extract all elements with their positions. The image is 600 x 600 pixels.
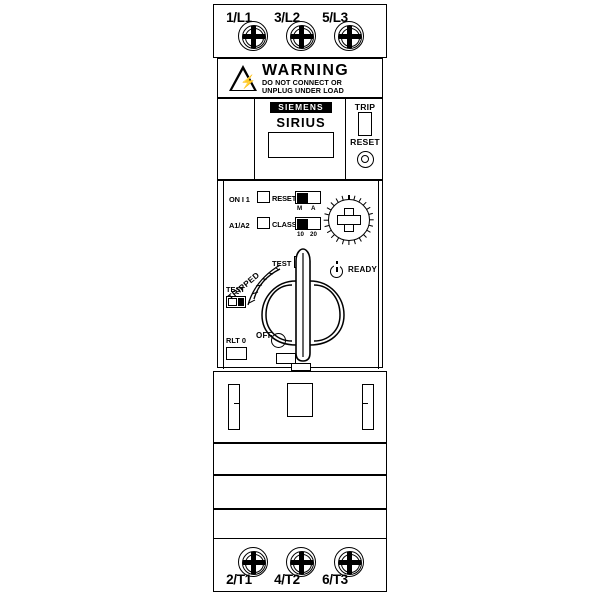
control-face-right-rail (378, 181, 379, 369)
rotary-handle-assembly[interactable] (218, 181, 384, 369)
terminal-screw-t1[interactable] (238, 547, 268, 577)
handle-position-ready-label: READY (348, 265, 378, 274)
trip-class-position-20: 20 (310, 231, 317, 238)
trip-reset-slider[interactable] (358, 112, 372, 136)
body-panel-mounting (213, 371, 387, 443)
class-label: CLASS (272, 220, 297, 229)
terminal-label-6-t3: 6/T3 (322, 572, 348, 587)
control-face: ON I 1 RESET M A A1/A2 CLASS 10 20 (217, 180, 384, 369)
warning-triangle-inner (231, 69, 254, 90)
terminal-screw-l3[interactable] (334, 21, 364, 51)
top-terminal-block (213, 4, 387, 58)
reset-mode-position-a: A (311, 205, 316, 212)
trip-label: TRIP (354, 102, 376, 112)
terminal-label-1-l1: 1/L1 (226, 10, 252, 25)
control-face-left-rail (223, 181, 224, 369)
a1a2-status-led (257, 217, 270, 229)
reset-label: RESET (350, 137, 380, 147)
handle-position-off-label: OFF (256, 331, 273, 340)
lightning-bolt-icon: ⚡ (240, 74, 257, 89)
trip-class-position-10: 10 (297, 231, 304, 238)
warning-panel: ⚡ WARNING DO NOT CONNECT OR UNPLUG UNDER… (217, 58, 383, 98)
reset-mode-label: RESET (272, 194, 297, 203)
brand-display-face: SIEMENS SIRIUS TRIP RESET (217, 98, 384, 181)
rlt-terminal-box[interactable] (226, 347, 247, 360)
body-panel-band-2 (213, 475, 387, 509)
warning-line-1: DO NOT CONNECT OR (262, 78, 342, 87)
siemens-logo: SIEMENS (270, 102, 332, 113)
terminal-label-3-l2: 3/L2 (274, 10, 300, 25)
display-window (268, 132, 334, 158)
terminal-screw-l2[interactable] (286, 21, 316, 51)
handle-base-plate (276, 353, 296, 364)
reset-mode-position-m: M (297, 205, 303, 212)
mounting-slot-left-notch (234, 384, 240, 404)
center-opening (287, 383, 313, 417)
test-indicator-label: TEST (272, 259, 292, 268)
body-center-tab (291, 363, 311, 371)
brand-column (254, 99, 346, 181)
terminal-screw-t2[interactable] (286, 547, 316, 577)
body-panel-band-3 (213, 509, 387, 539)
power-symbol-icon (330, 261, 343, 278)
sirius-wordmark: SIRIUS (276, 115, 326, 130)
rlt-label: RLT 0 (226, 336, 246, 345)
terminal-screw-l1[interactable] (238, 21, 268, 51)
terminal-label-5-l3: 5/L3 (322, 10, 348, 25)
reset-mode-switch[interactable] (295, 191, 321, 204)
test-switch[interactable] (226, 296, 246, 308)
bottom-terminal-block (213, 538, 387, 592)
current-setting-dial[interactable] (323, 195, 374, 245)
trip-class-switch[interactable] (295, 217, 321, 230)
terminal-label-2-t1: 2/T1 (226, 572, 252, 587)
warning-title: WARNING (262, 62, 350, 79)
warning-line-2: UNPLUG UNDER LOAD (262, 86, 344, 95)
mounting-slot-right-notch (362, 384, 368, 404)
reset-screw-icon[interactable] (357, 151, 374, 168)
terminal-label-4-t2: 4/T2 (274, 572, 300, 587)
a1a2-indicator-label: A1/A2 (229, 221, 250, 230)
on-status-led (257, 191, 270, 203)
test-switch-label: TEST (226, 285, 245, 294)
terminal-screw-t3[interactable] (334, 547, 364, 577)
trip-reset-column: TRIP RESET (346, 99, 384, 181)
on-indicator-label: ON I 1 (229, 195, 250, 204)
body-panel-band-1 (213, 443, 387, 475)
